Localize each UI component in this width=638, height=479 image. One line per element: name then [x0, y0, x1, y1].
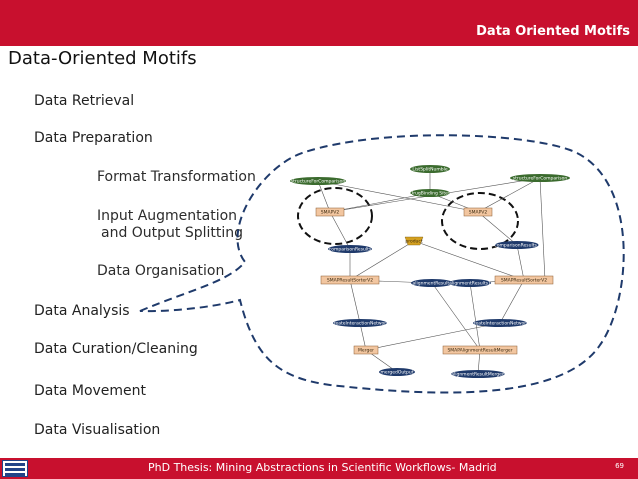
node-network-b: createInteractionNetwork: [471, 319, 529, 327]
svg-text:mergedOutput: mergedOutput: [380, 370, 413, 376]
svg-text:alignmentResults: alignmentResults: [413, 281, 453, 287]
item-data-retrieval: Data Retrieval: [34, 93, 135, 109]
node-list-split-b: DrugBinding Sites: [410, 189, 451, 197]
item-data-movement: Data Movement: [34, 383, 147, 399]
callout-outline: [139, 134, 625, 394]
node-alignment-a: alignmentResults: [411, 279, 453, 287]
node-list-split-a: ListSplitNumble: [410, 165, 450, 173]
svg-text:SMAPResultSorterV2: SMAPResultSorterV2: [501, 278, 547, 284]
item-input-augmentation: Input Augmentation: [97, 208, 238, 224]
svg-text:comparisonResults: comparisonResults: [329, 247, 372, 253]
footer-text: PhD Thesis: Mining Abstractions in Scien…: [148, 461, 497, 474]
node-comparison-a: comparisonResults: [328, 245, 372, 253]
node-sorter-b: SMAPResultSorterV2: [494, 275, 554, 285]
header-bar: Data Oriented Motifs: [0, 0, 638, 46]
item-data-curation: Data Curation/Cleaning: [34, 341, 198, 357]
node-product: product: [404, 236, 424, 246]
item-format-transformation: Format Transformation: [97, 169, 256, 185]
item-data-visualisation: Data Visualisation: [34, 422, 161, 438]
svg-text:Merger: Merger: [358, 348, 374, 354]
svg-text:createInteractionNetwork: createInteractionNetwork: [331, 321, 389, 327]
highlight-circle-left: [297, 187, 373, 245]
university-logo: [2, 460, 28, 477]
svg-text:SMAPResultSorterV2: SMAPResultSorterV2: [327, 278, 373, 284]
node-smap-merger: SMAPAlignmentResultMerger: [442, 345, 518, 355]
node-alignment-b: alignmentResults1: [449, 279, 491, 287]
node-network-a: createInteractionNetwork: [331, 319, 389, 327]
node-merger: Merger: [353, 345, 379, 355]
svg-text:alignmentResults1: alignmentResults1: [449, 281, 491, 287]
svg-text:ListSplitNumble: ListSplitNumble: [412, 167, 448, 173]
item-output-splitting: and Output Splitting: [101, 225, 244, 241]
svg-text:DrugBinding Sites: DrugBinding Sites: [410, 191, 451, 197]
workflow-edges: [317, 169, 546, 375]
item-data-analysis: Data Analysis: [34, 303, 130, 319]
svg-text:product: product: [405, 239, 423, 245]
node-comparison-b: comparisonResults1: [494, 241, 540, 249]
svg-text:comparisonResults1: comparisonResults1: [494, 243, 540, 249]
node-structure-b: structureForComparison: [510, 174, 570, 182]
svg-text:SMAPV2: SMAPV2: [469, 210, 488, 216]
svg-text:SMAPV2: SMAPV2: [321, 210, 340, 216]
highlight-circle-right: [441, 192, 519, 250]
footer-bar: PhD Thesis: Mining Abstractions in Scien…: [0, 458, 638, 479]
item-data-preparation: Data Preparation: [34, 130, 153, 146]
svg-text:alignmentResultMerged: alignmentResultMerged: [451, 372, 505, 378]
svg-text:SMAPAlignmentResultMerger: SMAPAlignmentResultMerger: [447, 348, 512, 354]
node-smap-b: SMAPV2: [463, 207, 493, 217]
node-structure-a: structureForComparison: [290, 177, 346, 185]
node-smap-a: SMAPV2: [315, 207, 345, 217]
node-alignment-merged: alignmentResultMerged: [451, 370, 505, 378]
node-merged-output: mergedOutput: [379, 368, 415, 376]
node-sorter-a: SMAPResultSorterV2: [320, 275, 380, 285]
svg-text:createInteractionNetwork: createInteractionNetwork: [471, 321, 529, 327]
header-title: Data Oriented Motifs: [476, 24, 630, 39]
slide-title: Data-Oriented Motifs: [8, 48, 197, 69]
page-number: 69: [615, 462, 624, 470]
svg-text:structureForComparison: structureForComparison: [291, 179, 346, 185]
svg-text:structureForComparison: structureForComparison: [513, 176, 568, 182]
item-data-organisation: Data Organisation: [97, 263, 225, 279]
